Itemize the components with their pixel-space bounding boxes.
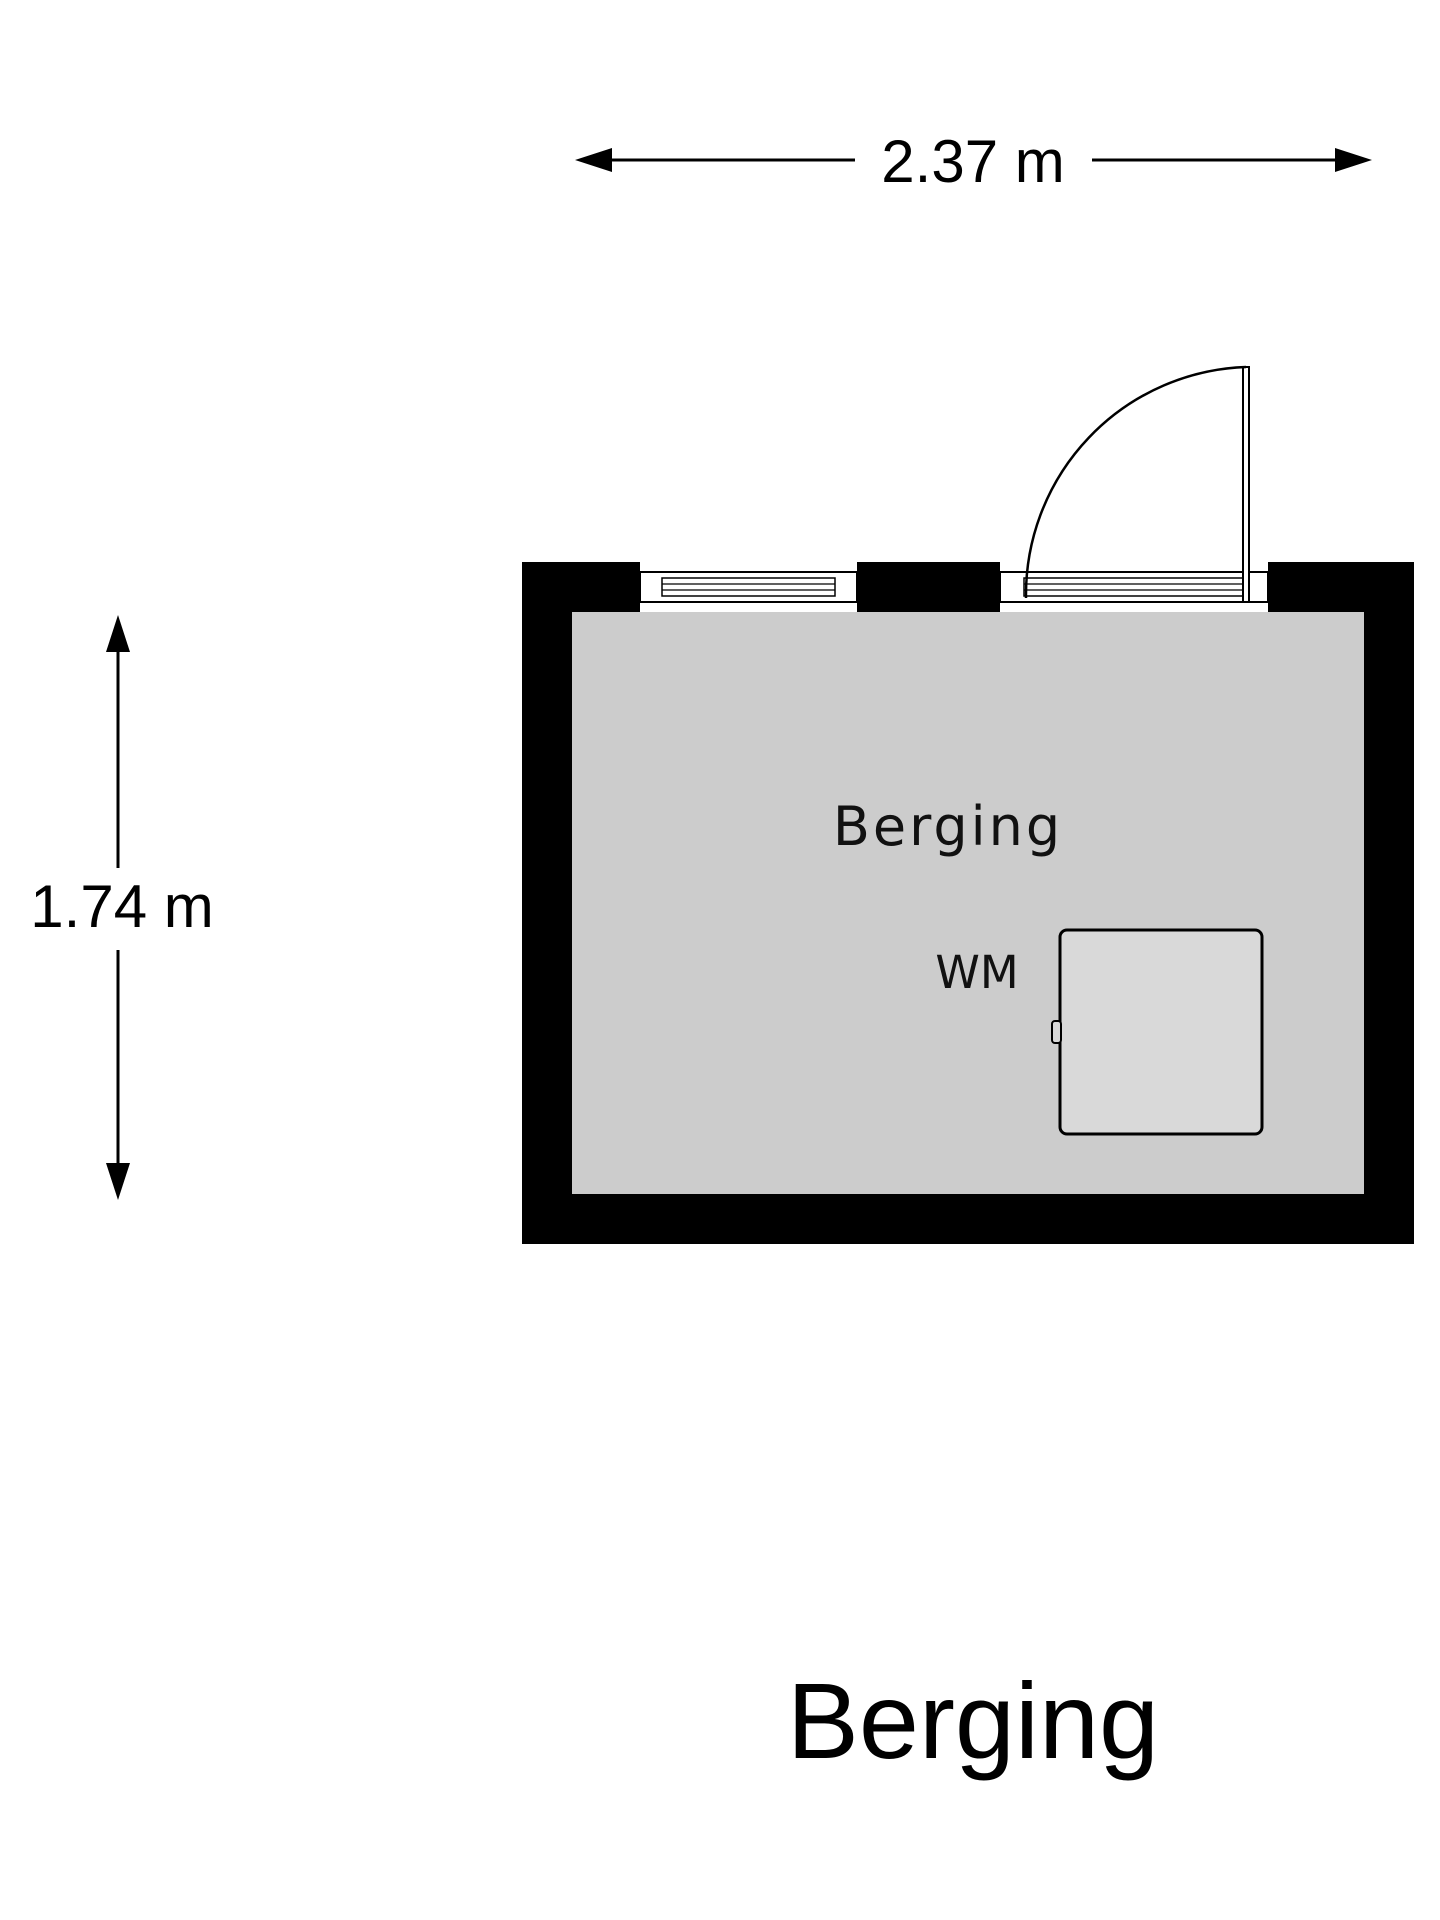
- window: [639, 571, 858, 603]
- wall-top-middle-segment: [857, 562, 1000, 612]
- washing-machine-icon: [1058, 928, 1264, 1136]
- height-dimension: 1.74 m: [30, 615, 214, 1200]
- washing-machine-label: WM: [935, 946, 1018, 999]
- wall-top-left-segment: [522, 562, 640, 612]
- room-label: Berging: [833, 795, 1063, 858]
- height-dimension-label: 1.74 m: [30, 873, 213, 940]
- height-arrow-top-icon: [106, 615, 130, 652]
- width-arrow-left-icon: [575, 148, 612, 172]
- room-berging: Berging WM: [522, 365, 1414, 1244]
- wall-top-right-segment: [1268, 562, 1414, 612]
- washing-machine-handle: [1051, 1020, 1062, 1044]
- door-leaf: [1242, 366, 1250, 603]
- floor-title: Berging: [787, 1660, 1159, 1781]
- wall-bottom: [522, 1194, 1414, 1244]
- door: [999, 365, 1269, 603]
- wall-left: [522, 562, 572, 1244]
- width-arrow-right-icon: [1335, 148, 1372, 172]
- door-swing-arc: [1024, 365, 1247, 599]
- wall-right: [1364, 562, 1414, 1244]
- washing-machine: WM: [935, 928, 1264, 1136]
- width-dimension: 2.37 m: [575, 128, 1372, 195]
- height-arrow-bottom-icon: [106, 1163, 130, 1200]
- width-dimension-label: 2.37 m: [881, 128, 1064, 195]
